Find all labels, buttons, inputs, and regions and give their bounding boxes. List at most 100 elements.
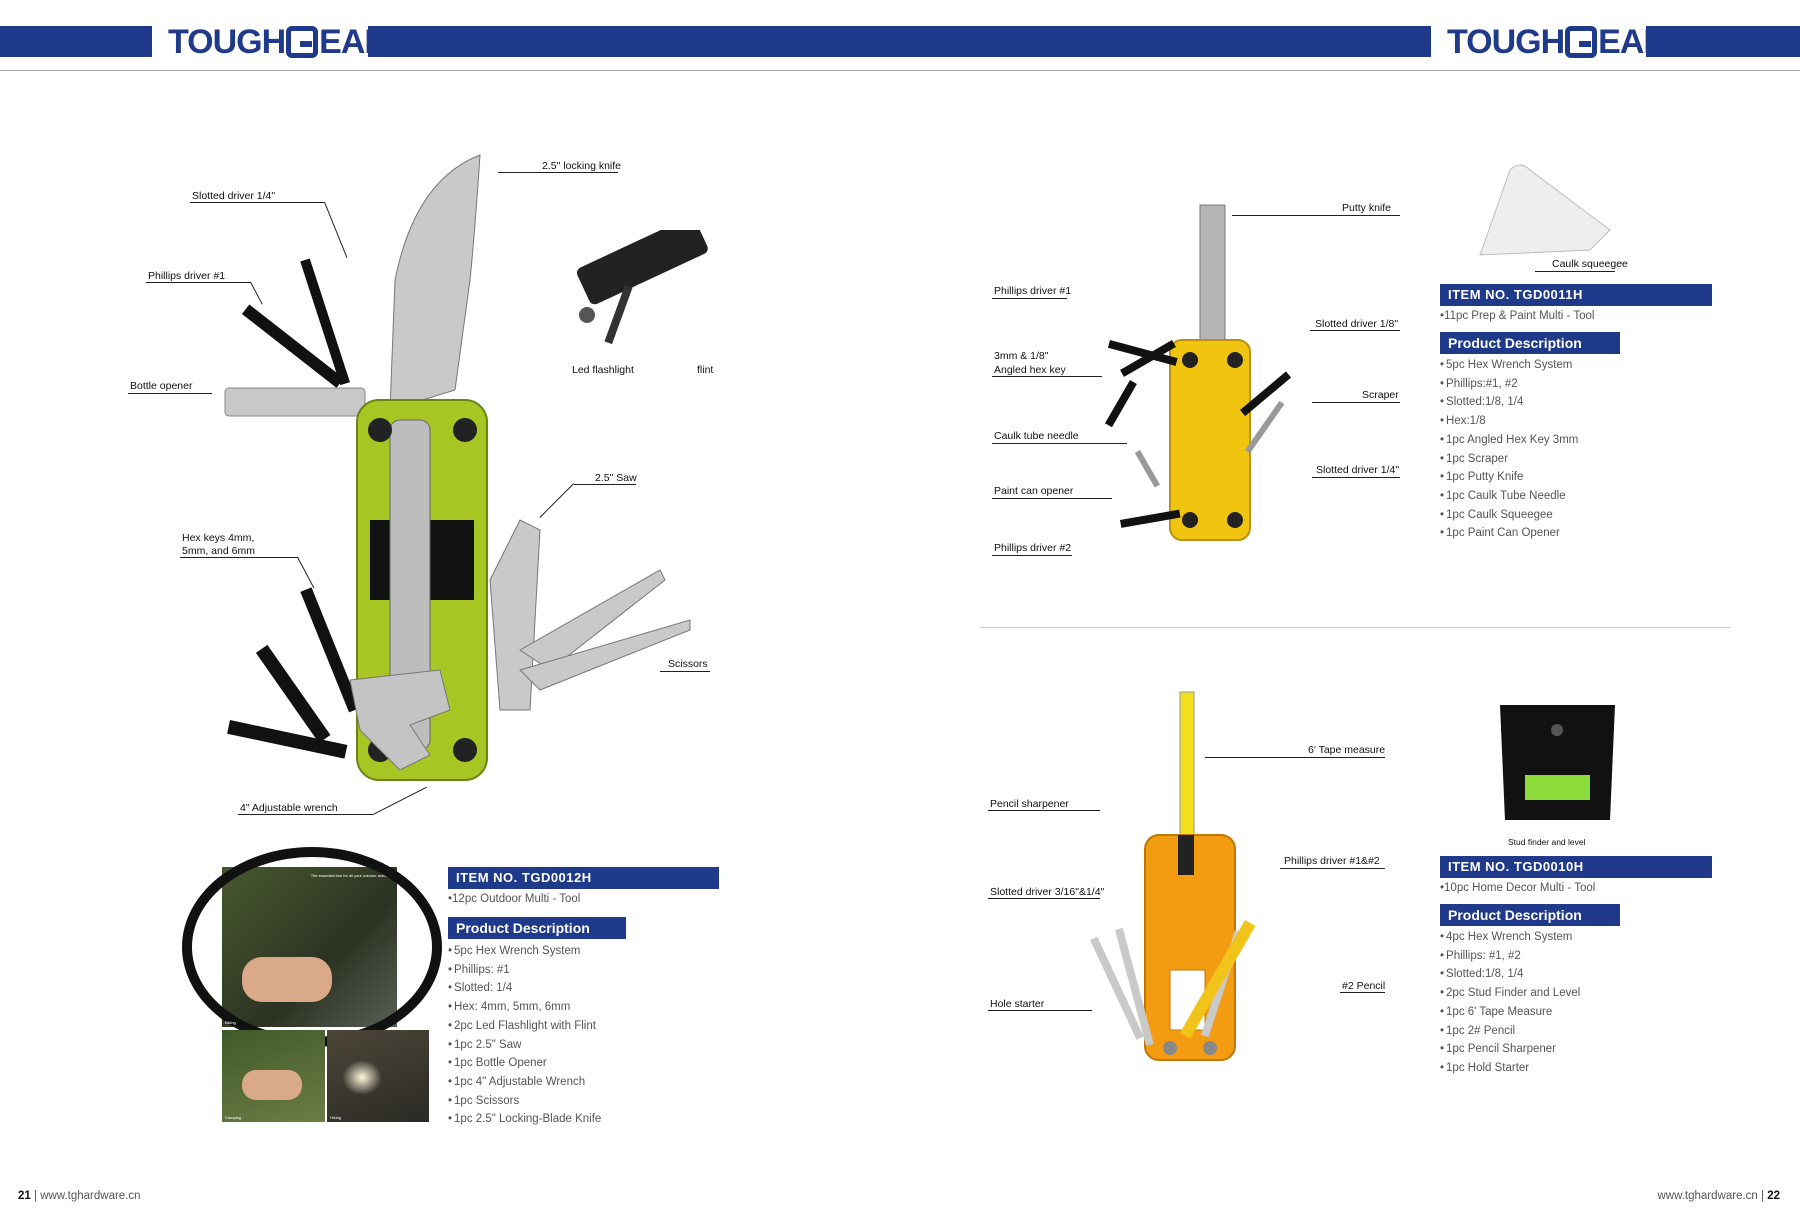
label-hex-key-2: Angled hex key <box>994 364 1066 376</box>
label-caulk-needle: Caulk tube needle <box>994 430 1079 442</box>
description-list: 5pc Hex Wrench System Phillips:#1, #2 Sl… <box>1440 356 1578 543</box>
page-number: 21 <box>18 1190 31 1202</box>
list-item: Hex: 4mm, 5mm, 6mm <box>448 998 601 1017</box>
list-item: 1pc Bottle Opener <box>448 1054 601 1073</box>
hand-shape <box>242 1070 302 1100</box>
header-rule <box>0 70 1800 71</box>
leader-line <box>988 1010 1092 1011</box>
leader-line <box>1205 757 1385 758</box>
website-url: www.tghardware.cn <box>1657 1190 1758 1202</box>
list-item: 1pc 2# Pencil <box>1440 1022 1580 1041</box>
label-tape-measure: 6' Tape measure <box>1308 744 1386 756</box>
item-number-header: ITEM NO. TGD0012H <box>448 867 719 889</box>
list-item: Phillips: #1 <box>448 961 601 980</box>
label-squeegee: Caulk squeegee <box>1552 258 1628 270</box>
list-item: 1pc Caulk Squeegee <box>1440 506 1578 525</box>
usage-photo-hiking: Hiking <box>327 1030 429 1122</box>
label-adj-wrench: 4" Adjustable wrench <box>240 802 338 814</box>
product-description-header: Product Description <box>448 917 626 939</box>
subtitle-text: 10pc Home Decor Multi - Tool <box>1444 882 1596 894</box>
label-slotted-driver: Slotted driver 1/4" <box>192 190 276 202</box>
label-bottle-opener: Bottle opener <box>130 380 193 392</box>
leader-line <box>1340 992 1385 993</box>
footer-left: 21 | www.tghardware.cn <box>18 1190 141 1202</box>
photo-tag: Camping <box>225 1115 242 1120</box>
section-divider <box>980 627 1730 628</box>
list-item: Slotted:1/8, 1/4 <box>1440 965 1580 984</box>
usage-photo-camping: Camping <box>222 1030 325 1122</box>
list-item: 1pc 6' Tape Measure <box>1440 1003 1580 1022</box>
label-locking-knife: 2.5" locking knife <box>542 160 622 172</box>
item-number-header: ITEM NO. TGD0011H <box>1440 284 1712 306</box>
leader-line <box>1312 477 1400 478</box>
label-slotted-14: Slotted driver 1/4" <box>1316 464 1400 476</box>
list-item: 1pc 2.5" Saw <box>448 1036 601 1055</box>
item-subtitle: •12pc Outdoor Multi - Tool <box>448 893 581 905</box>
leader-line <box>992 376 1102 377</box>
leader-line <box>1312 402 1400 403</box>
label-hex-key-1: 3mm & 1/8" <box>994 350 1049 362</box>
leader-line <box>238 814 373 815</box>
stud-finder-image <box>1500 705 1615 820</box>
light-beam-shape <box>342 1060 382 1095</box>
leader-line <box>988 898 1100 899</box>
wheel-shape <box>182 847 442 1047</box>
gear-logo-icon <box>286 26 319 58</box>
label-scraper: Scraper <box>1362 389 1399 401</box>
item-number-header: ITEM NO. TGD0010H <box>1440 856 1712 878</box>
description-list: 5pc Hex Wrench System Phillips: #1 Slott… <box>448 942 601 1129</box>
leader-line <box>190 202 325 203</box>
leader-line <box>1280 868 1385 869</box>
leader-line <box>146 282 251 283</box>
label-hole-starter: Hole starter <box>990 998 1045 1010</box>
leader-line <box>992 443 1127 444</box>
leader-line <box>574 484 636 485</box>
list-item: Phillips:#1, #2 <box>1440 375 1578 394</box>
usage-photo-biking: The essential tool for all your outdoor … <box>182 847 442 1047</box>
home-decor-multitool-image <box>1090 691 1256 1061</box>
description-list: 4pc Hex Wrench System Phillips: #1, #2 S… <box>1440 928 1580 1078</box>
label-led-flashlight: Led flashlight <box>572 364 634 376</box>
item-subtitle: •11pc Prep & Paint Multi - Tool <box>1440 310 1595 322</box>
caulk-squeegee-image <box>1479 164 1611 256</box>
list-item: 1pc Pencil Sharpener <box>1440 1040 1580 1059</box>
label-phillips-2: Phillips driver #2 <box>994 542 1072 554</box>
leader-line <box>498 172 618 173</box>
list-item: 2pc Led Flashlight with Flint <box>448 1017 601 1036</box>
label-stud-finder: Stud finder and level <box>1508 837 1586 847</box>
list-item: 5pc Hex Wrench System <box>448 942 601 961</box>
label-pencil-sharpener: Pencil sharpener <box>990 798 1069 810</box>
product-description-header: Product Description <box>1440 904 1620 926</box>
list-item: 1pc Scissors <box>448 1092 601 1111</box>
label-slotted-18: Slotted driver 1/8" <box>1315 318 1399 330</box>
list-item: 1pc Caulk Tube Needle <box>1440 487 1578 506</box>
brand-text: TOUGH <box>1447 22 1565 61</box>
led-flashlight-image <box>576 230 708 345</box>
leader-line <box>992 298 1067 299</box>
list-item: Slotted: 1/4 <box>448 979 601 998</box>
label-hex-keys-1: Hex keys 4mm, <box>182 532 255 544</box>
list-item: 1pc Putty Knife <box>1440 468 1578 487</box>
leader-line <box>1310 330 1400 331</box>
label-scissors: Scissors <box>668 658 708 670</box>
label-paint-can: Paint can opener <box>994 485 1074 497</box>
list-item: 1pc Paint Can Opener <box>1440 524 1578 543</box>
list-item: Hex:1/8 <box>1440 412 1578 431</box>
subtitle-text: 12pc Outdoor Multi - Tool <box>452 893 581 905</box>
list-item: Phillips: #1, #2 <box>1440 947 1580 966</box>
gear-logo-icon <box>1565 26 1598 58</box>
list-item: 5pc Hex Wrench System <box>1440 356 1578 375</box>
item-subtitle: •10pc Home Decor Multi - Tool <box>1440 882 1596 894</box>
page-number: 22 <box>1767 1190 1780 1202</box>
leader-line <box>1535 271 1615 272</box>
leader-line <box>992 498 1112 499</box>
list-item: 1pc 4" Adjustable Wrench <box>448 1073 601 1092</box>
leader-line <box>180 557 298 558</box>
leader-line <box>1232 215 1400 216</box>
label-phillips-driver: Phillips driver #1 <box>148 270 226 282</box>
leader-line <box>992 555 1072 556</box>
label-phillips-1: Phillips driver #1 <box>994 285 1072 297</box>
leader-line <box>660 671 710 672</box>
outdoor-multitool-image <box>224 154 691 781</box>
